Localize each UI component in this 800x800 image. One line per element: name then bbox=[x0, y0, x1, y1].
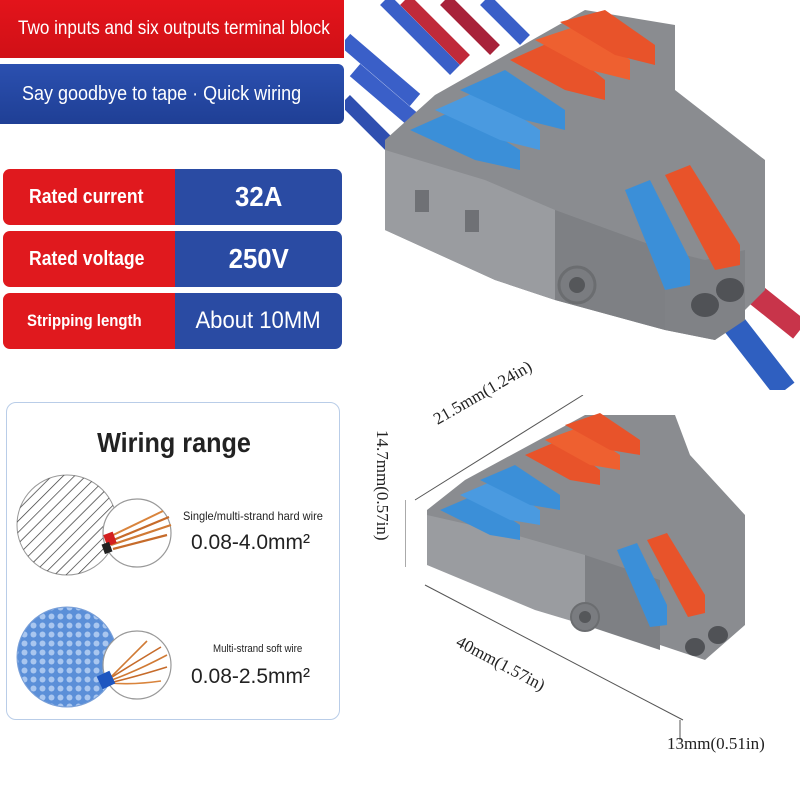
wiring-range-title: Wiring range bbox=[97, 427, 251, 458]
spec-label-text: Rated current bbox=[29, 185, 144, 208]
dimension-depth: 13mm(0.51in) bbox=[667, 734, 765, 753]
blue-levers bbox=[410, 70, 690, 290]
wiring-range-panel: Wiring range Single/multi-strand hard wi… bbox=[6, 402, 340, 720]
hard-wire-range: 0.08-4.0mm² bbox=[191, 531, 311, 554]
spec-label: Rated current bbox=[3, 169, 175, 225]
soft-wire-illustration bbox=[16, 606, 172, 708]
hard-wire-type: Single/multi-strand hard wire bbox=[183, 509, 323, 523]
soft-wire-range: 0.08-2.5mm² bbox=[191, 665, 311, 688]
orange-levers bbox=[525, 413, 705, 617]
subtitle-text: Say goodbye to tape · Quick wiring bbox=[22, 82, 302, 105]
spec-value-text: 32A bbox=[234, 181, 283, 212]
spec-label-text: Stripping length bbox=[27, 311, 142, 330]
spec-value: 32A bbox=[175, 169, 342, 225]
copper-strands bbox=[101, 510, 172, 555]
dimension-lines bbox=[405, 395, 684, 740]
soft-wire-type: Multi-strand soft wire bbox=[213, 643, 303, 655]
spec-rated-current: Rated current 32A bbox=[3, 169, 342, 225]
spec-value: 250V bbox=[175, 231, 342, 287]
subtitle-banner: Say goodbye to tape · Quick wiring bbox=[0, 64, 344, 124]
spec-stripping-length: Stripping length About 10MM bbox=[3, 293, 342, 349]
title-banner: Two inputs and six outputs terminal bloc… bbox=[0, 0, 344, 58]
spec-value-text: About 10MM bbox=[195, 307, 322, 334]
spec-value: About 10MM bbox=[175, 293, 342, 349]
dimension-height: 14.7mm(0.57in) bbox=[373, 430, 392, 541]
spec-label: Rated voltage bbox=[3, 231, 175, 287]
spec-label-text: Rated voltage bbox=[29, 247, 145, 270]
spec-label: Stripping length bbox=[3, 293, 175, 349]
copper-strands bbox=[96, 640, 168, 690]
spec-rated-voltage: Rated voltage 250V bbox=[3, 231, 342, 287]
orange-levers bbox=[510, 10, 740, 270]
blue-levers bbox=[440, 465, 667, 627]
product-photo-large bbox=[345, 0, 800, 390]
spec-value-text: 250V bbox=[228, 243, 289, 274]
product-photo-dimensioned bbox=[405, 395, 745, 740]
hard-wire-illustration bbox=[16, 474, 172, 576]
title-text: Two inputs and six outputs terminal bloc… bbox=[18, 18, 330, 39]
